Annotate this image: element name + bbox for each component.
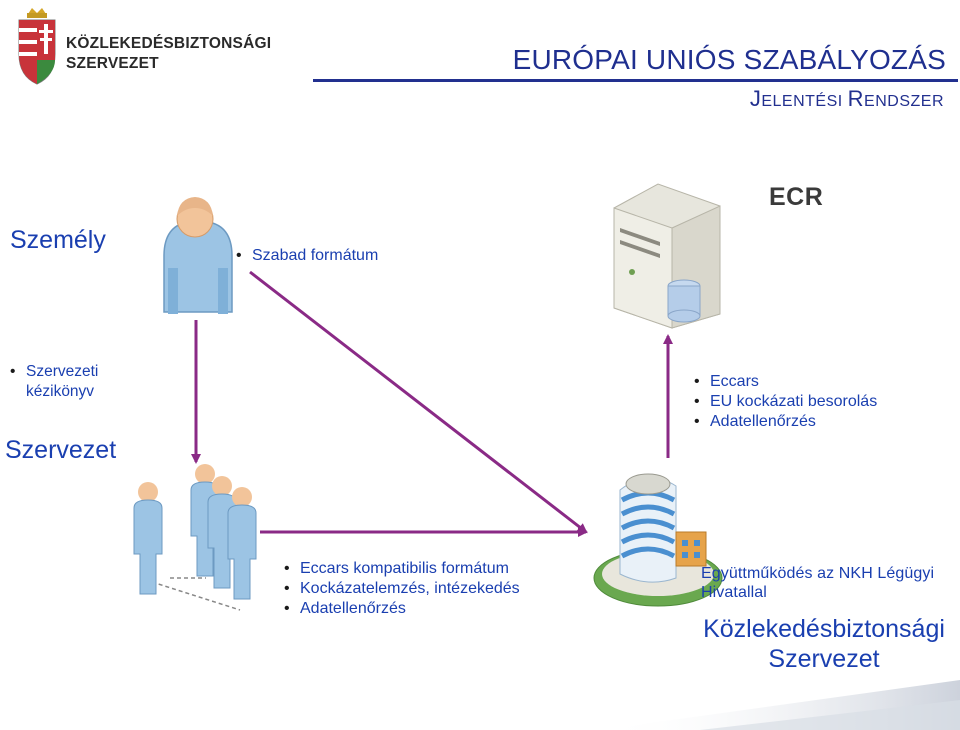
list-item: Szabad formátum: [232, 246, 378, 266]
coat-of-arms-icon: [18, 8, 56, 85]
ecr-label: ECR: [769, 183, 824, 211]
decorative-swoosh-2: [700, 700, 960, 730]
organization-items: Szervezeti kézikönyv: [6, 362, 136, 402]
person-items: Szabad formátum: [232, 246, 378, 266]
agency-name: Közlekedésbiztonsági Szervezet: [703, 615, 945, 673]
list-item: Adatellenőrzés: [690, 412, 877, 432]
page-title: EURÓPAI UNIÓS SZABÁLYOZÁS: [512, 44, 946, 75]
list-item: EU kockázati besorolás: [690, 392, 877, 412]
page-subtitle: JELENTÉSI RENDSZER: [750, 86, 944, 112]
subtitle-cap2: R: [847, 86, 865, 111]
ecr-items: Eccars EU kockázati besorolás Adatellenő…: [690, 372, 877, 432]
title-underline: [313, 79, 958, 82]
subtitle-cap1: J: [749, 86, 762, 111]
person-icon: [163, 197, 233, 314]
organization-label: Szervezet: [5, 436, 117, 464]
subtitle-rest2: ENDSZER: [864, 93, 944, 110]
list-item: Eccars: [690, 372, 877, 392]
arrow-person-to-agency: [249, 270, 588, 534]
org-name-line2: SZERVEZET: [66, 55, 159, 72]
cooperation-text: Együttműködés az NKH Légügyi Hivatallal: [701, 565, 935, 601]
building-icon: [593, 473, 723, 607]
list-item: Adatellenőrzés: [280, 599, 520, 619]
subtitle-rest1: ELENTÉSI: [761, 93, 843, 110]
list-item: Szervezeti kézikönyv: [6, 362, 136, 402]
org-name-line1: KÖZLEKEDÉSBIZTONSÁGI: [66, 35, 272, 52]
server-icon: [613, 183, 721, 329]
list-item: Kockázatelemzés, intézekedés: [280, 579, 520, 599]
bottom-items: Eccars kompatibilis formátum Kockázatele…: [280, 559, 520, 619]
person-label: Személy: [10, 226, 106, 254]
group-of-people-icon: [133, 464, 257, 611]
list-item: Eccars kompatibilis formátum: [280, 559, 520, 579]
